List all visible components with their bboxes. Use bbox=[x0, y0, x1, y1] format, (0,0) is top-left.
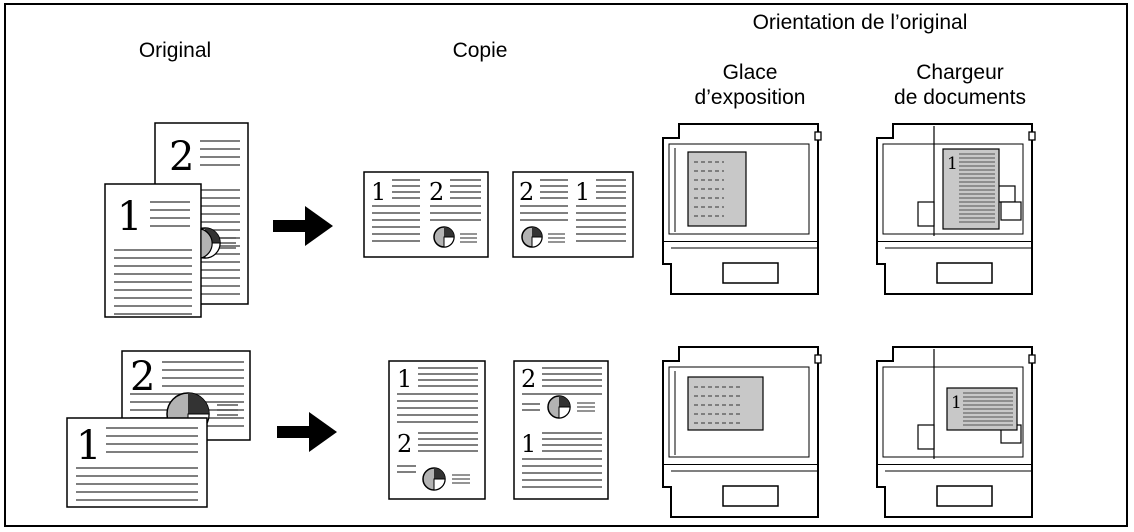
page-number-1: 1 bbox=[575, 178, 590, 206]
document-in-feeder: 1 bbox=[946, 387, 1018, 431]
header-chargeur-line2: de documents bbox=[894, 86, 1026, 109]
arrow-right-icon bbox=[273, 206, 333, 246]
copier-feeder-landscape: 1 bbox=[876, 346, 1036, 518]
page-number-2: 2 bbox=[169, 134, 194, 180]
original-page-1-landscape: 1 bbox=[66, 417, 208, 508]
original-page-1-portrait: 1 bbox=[104, 183, 213, 318]
header-orientation: Orientation de l’original bbox=[752, 11, 968, 34]
header-glace-line2: d’exposition bbox=[694, 86, 806, 109]
header-chargeur: Chargeur de documents bbox=[860, 60, 1060, 110]
page-number-1: 1 bbox=[397, 365, 412, 393]
page-number-1: 1 bbox=[947, 154, 958, 174]
copier-glass-portrait bbox=[662, 123, 822, 295]
diagram-frame bbox=[4, 3, 1128, 527]
document-in-feeder: 1 bbox=[942, 148, 1000, 230]
header-original: Original bbox=[138, 39, 212, 62]
page-number-2: 2 bbox=[429, 178, 444, 206]
copier-glass-landscape bbox=[662, 346, 822, 518]
page-number-2: 2 bbox=[521, 365, 536, 393]
page-number-2: 2 bbox=[519, 178, 534, 206]
page-number-2: 2 bbox=[397, 430, 412, 458]
pie-chart-icon bbox=[433, 226, 455, 248]
document-text-lines bbox=[694, 386, 741, 424]
pie-chart-icon bbox=[547, 395, 571, 419]
copier-feeder-portrait: 1 bbox=[876, 123, 1036, 295]
page-number-1: 1 bbox=[951, 393, 962, 413]
page-number-1: 1 bbox=[117, 194, 142, 240]
document-on-glass bbox=[687, 376, 764, 431]
pie-chart-icon bbox=[422, 467, 446, 491]
pie-chart-icon bbox=[521, 226, 543, 248]
page-number-1: 1 bbox=[76, 423, 101, 469]
header-chargeur-line1: Chargeur bbox=[916, 61, 1004, 84]
header-glace: Glace d’exposition bbox=[655, 60, 845, 110]
header-glace-line1: Glace bbox=[722, 61, 778, 84]
copy-portrait-2-over-1: 21 bbox=[513, 360, 609, 500]
page-number-1: 1 bbox=[521, 430, 536, 458]
document-text-lines bbox=[694, 161, 724, 217]
page-number-2: 2 bbox=[130, 354, 155, 400]
arrow-right-icon bbox=[277, 412, 337, 452]
header-copie: Copie bbox=[452, 39, 508, 62]
page-number-1: 1 bbox=[371, 178, 386, 206]
copy-portrait-1-over-2: 12 bbox=[388, 360, 486, 500]
